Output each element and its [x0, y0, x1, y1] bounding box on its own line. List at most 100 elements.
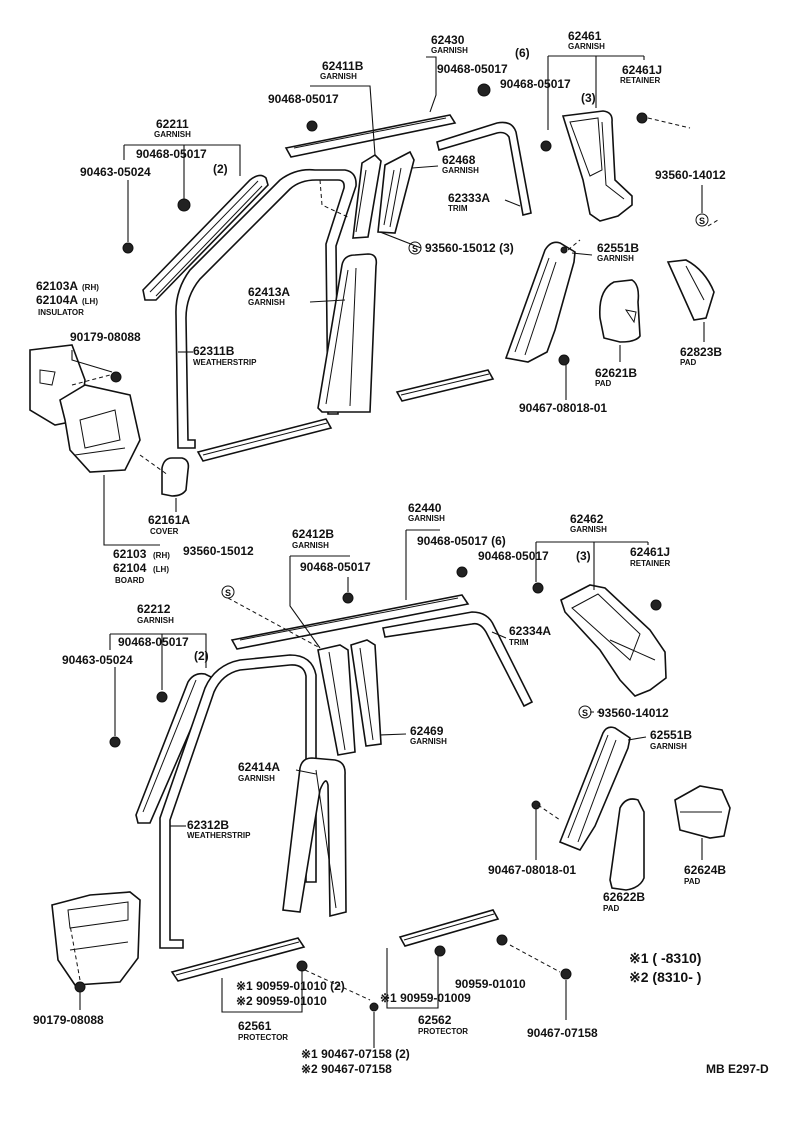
label-90468-05017: 90468-05017 [300, 560, 371, 574]
label-90959-01010: 90959-01010 [455, 977, 526, 991]
label-trim: TRIM [509, 638, 529, 647]
label-62622b: 62622B [603, 890, 645, 904]
label-90179-08088: 90179-08088 [70, 330, 141, 344]
label-90959-01010: ※2 90959-01010 [236, 994, 327, 1008]
label-90467-08018-01: 90467-08018-01 [519, 401, 607, 415]
clip-icon [296, 960, 308, 972]
label-weatherstrip: WEATHERSTRIP [193, 358, 257, 367]
label-90467-07158-2: ※1 90467-07158 (2) [301, 1047, 410, 1061]
label-qty: (6) [515, 46, 530, 60]
label-90468-05017: 90468-05017 [500, 77, 571, 91]
label-rh: (RH) [82, 283, 99, 292]
label-62461: 62461 [568, 29, 602, 43]
label-62212: 62212 [137, 602, 171, 616]
label-garnish: GARNISH [410, 737, 447, 746]
roof-garnish-62430 [284, 114, 457, 158]
garnish-62551b-lower [558, 726, 631, 851]
label-lh: (LH) [153, 565, 169, 574]
weatherstrip-62311b [175, 168, 357, 449]
protector-62561 [170, 937, 306, 982]
label-62312b: 62312B [187, 818, 229, 832]
label-90468-05017: 90468-05017 [478, 549, 549, 563]
clip-icon [177, 198, 191, 212]
protector-62562 [398, 909, 500, 947]
label-62414a: 62414A [238, 760, 280, 774]
label-93560-15012: 93560-15012 [183, 544, 254, 558]
label-90467-08018-01: 90467-08018-01 [488, 863, 576, 877]
label-90468-05017: 90468-05017 [118, 635, 189, 649]
label-garnish: GARNISH [597, 254, 634, 263]
label-62430: 62430 [431, 33, 465, 47]
svg-text:S: S [582, 708, 588, 718]
label-protector: PROTECTOR [238, 1033, 288, 1042]
lower-assembly [51, 584, 731, 986]
label-62104: 62104 [113, 561, 147, 575]
label-board: BOARD [115, 576, 145, 585]
clip-icon [434, 945, 446, 957]
label-garnish: GARNISH [570, 525, 607, 534]
labels: 62430 GARNISH (6) 90468-05017 62461 GARN… [33, 29, 769, 1076]
label-90468-05017: 90468-05017 [268, 92, 339, 106]
svg-text:S: S [225, 588, 231, 598]
label-weatherstrip: WEATHERSTRIP [187, 831, 251, 840]
legend-note-1: ※1 ( -8310) [629, 950, 701, 966]
label-pad: PAD [680, 358, 697, 367]
label-rh: (RH) [153, 551, 170, 560]
clip-icon [496, 934, 508, 946]
clip-icon [122, 242, 134, 254]
label-90468-05017: 90468-05017 [136, 147, 207, 161]
label-62334a: 62334A [509, 624, 551, 638]
label-garnish: GARNISH [238, 774, 275, 783]
pad-62823b [666, 259, 715, 321]
svg-text:S: S [412, 244, 418, 254]
board-62103 [59, 384, 141, 473]
upper-assembly [29, 110, 715, 497]
label-93560-14012: 93560-14012 [655, 168, 726, 182]
label-trim: TRIM [448, 204, 468, 213]
label-90468-05017-6: 90468-05017 (6) [417, 534, 506, 548]
label-62413a: 62413A [248, 285, 290, 299]
label-90179-08088: 90179-08088 [33, 1013, 104, 1027]
screw-s-icon: S [221, 585, 235, 599]
label-retainer: RETAINER [620, 76, 661, 85]
clip-icon [558, 354, 570, 366]
label-62624b: 62624B [684, 863, 726, 877]
label-62561: 62561 [238, 1019, 272, 1033]
quarter-garnish-62462 [560, 584, 667, 697]
label-90959-01009: ※1 90959-01009 [380, 991, 471, 1005]
label-62461j: 62461J [630, 545, 670, 559]
label-62104a: 62104A [36, 293, 78, 307]
sill-front-upper [196, 418, 333, 462]
label-62823b: 62823B [680, 345, 722, 359]
label-90467-07158: 90467-07158 [527, 1026, 598, 1040]
label-lh: (LH) [82, 297, 98, 306]
leader-lines [69, 55, 719, 1048]
label-62562: 62562 [418, 1013, 452, 1027]
clip-icon [156, 691, 168, 703]
clip-icon [650, 599, 662, 611]
label-garnish: GARNISH [650, 742, 687, 751]
clip-icon [306, 120, 318, 132]
label-62211: 62211 [156, 117, 189, 131]
roof-garnish-62440 [230, 594, 470, 650]
garnish-62469 [350, 639, 382, 747]
label-62440: 62440 [408, 501, 442, 515]
clip-icon [560, 968, 572, 980]
label-garnish: GARNISH [442, 166, 479, 175]
cover-62161a [161, 457, 190, 497]
pad-62622b [609, 798, 645, 891]
clip-icon [477, 83, 491, 97]
label-62333a: 62333A [448, 191, 490, 205]
fasteners [74, 83, 662, 1012]
clip-icon [109, 736, 121, 748]
clip-icon [369, 1002, 379, 1012]
label-62551b: 62551B [650, 728, 692, 742]
label-garnish: GARNISH [292, 541, 329, 550]
sill-rear-upper [395, 369, 495, 402]
label-insulator: INSULATOR [38, 308, 84, 317]
label-62103a: 62103A [36, 279, 78, 293]
label-retainer: RETAINER [630, 559, 671, 568]
pad-62624b [674, 785, 731, 839]
label-garnish: GARNISH [320, 72, 357, 81]
